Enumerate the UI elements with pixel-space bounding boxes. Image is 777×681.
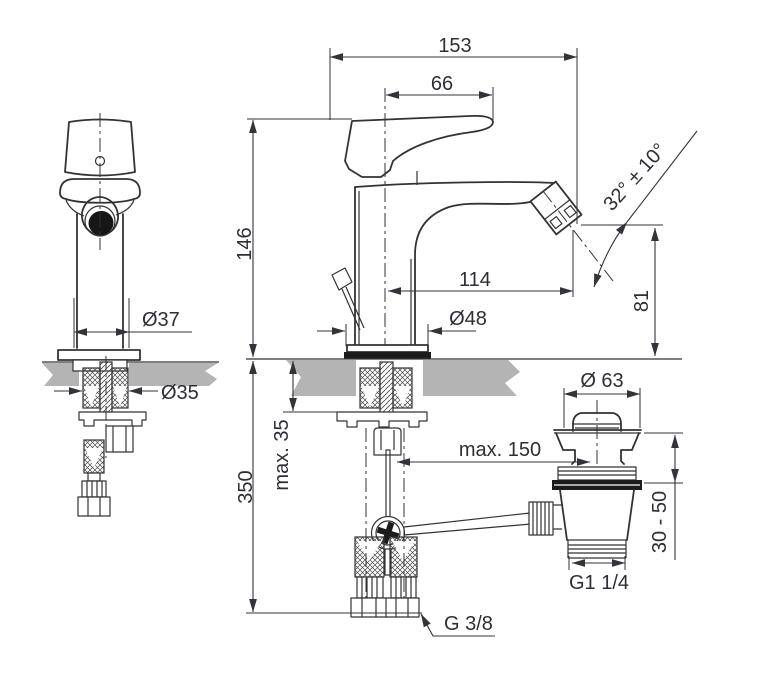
side-view — [246, 88, 682, 618]
dim-spout-reach-label: 114 — [459, 269, 491, 291]
dim-handle-reach-label: 66 — [431, 73, 453, 95]
dim-waste-dia-label: Ø 63 — [580, 370, 623, 392]
outlet-cap-side — [529, 180, 583, 236]
supply-hoses-side — [350, 536, 420, 618]
dim-waste-thread-label: G1 1/4 — [569, 572, 629, 594]
dim-waste-range-label: 30 - 50 — [649, 491, 671, 553]
sink-section-side-view — [286, 360, 520, 396]
fixing-set-side — [336, 361, 428, 456]
sink-section-front-view — [42, 361, 219, 386]
pull-rod — [385, 454, 391, 524]
rod-adjuster-knob — [528, 501, 562, 536]
waste-body — [552, 429, 642, 559]
dim-rod-max-label: max. 150 — [459, 439, 541, 461]
aerator-icon — [81, 196, 119, 237]
dim-hole-dia-label: Ø35 — [161, 382, 199, 404]
dim-outlet-height-label: 81 — [631, 290, 653, 312]
dim-deck-max-label: max. 35 — [271, 419, 293, 490]
dim-body-dia-label: Ø37 — [142, 309, 180, 331]
dim-hose-drop-label: 350 — [235, 470, 257, 503]
pop-up-waste — [528, 400, 642, 559]
dim-spray-angle-label: 32° ± 10° — [599, 139, 671, 215]
pull-rod-knob — [331, 267, 365, 331]
waste-plug — [572, 412, 622, 432]
front-view — [57, 113, 147, 517]
dim-base-dia-label: Ø48 — [449, 308, 487, 330]
dimensions — [54, 48, 698, 637]
dim-overall-width-label: 153 — [438, 35, 471, 57]
handle-side — [344, 114, 494, 185]
supply-thread-leader — [420, 613, 495, 637]
dim-supply-thread-label: G 3/8 — [444, 613, 493, 635]
body-front — [76, 213, 124, 349]
supply-hose-front — [77, 439, 111, 517]
base-side — [344, 344, 431, 359]
body-side — [354, 181, 555, 349]
dim-body-height-label: 146 — [234, 227, 256, 260]
